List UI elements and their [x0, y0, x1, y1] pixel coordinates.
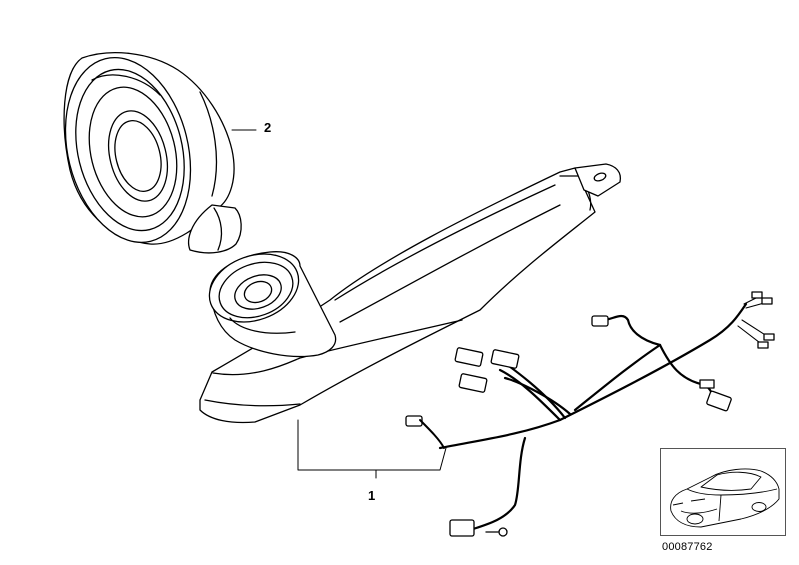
- part-1-carrier-bracket: [199, 163, 622, 424]
- callout-2: 2: [264, 120, 272, 135]
- reference-number: 00087762: [662, 541, 713, 553]
- leader-lines: [231, 129, 447, 479]
- car-icon: [670, 468, 780, 528]
- wiring-harness: [405, 291, 775, 537]
- part-2-gauge-housing: [63, 51, 242, 254]
- vehicle-thumbnail: [660, 448, 786, 536]
- callout-1: 1: [368, 488, 376, 503]
